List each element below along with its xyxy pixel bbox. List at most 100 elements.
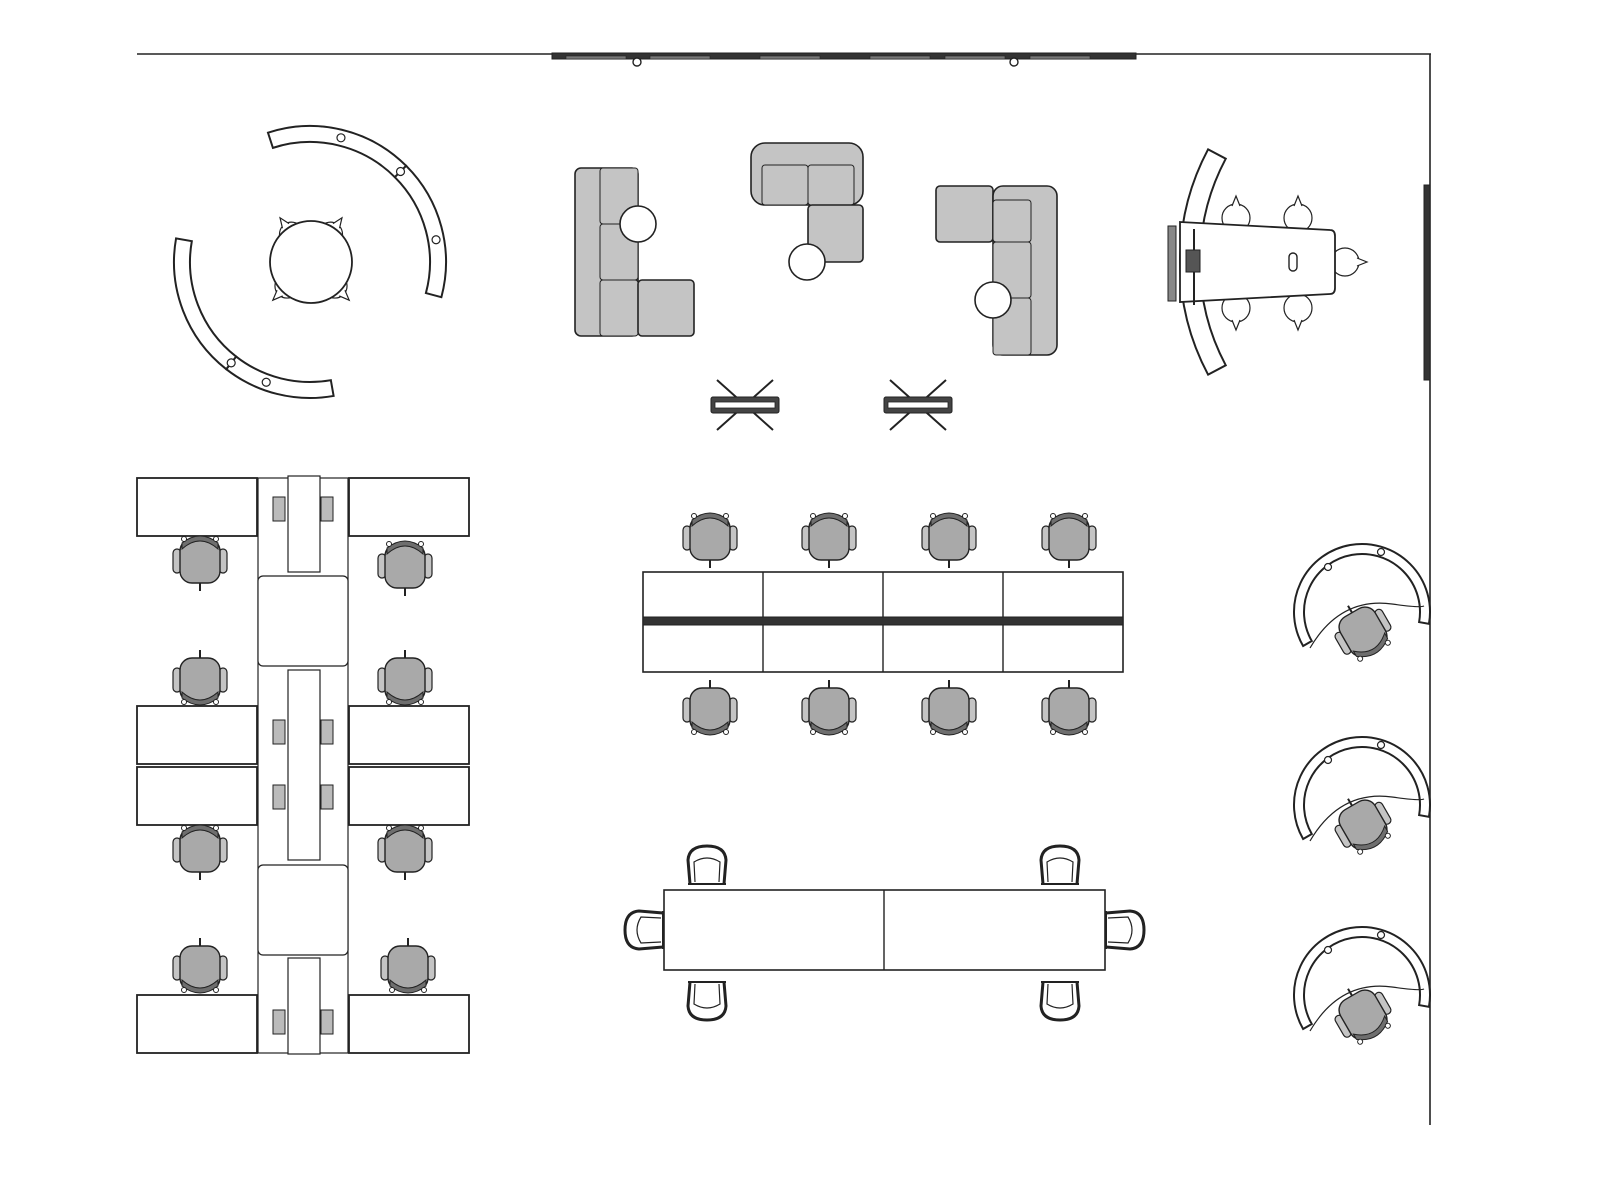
chair-caster [1384,1022,1391,1029]
chair-caster [418,825,424,831]
curved-bench-segment [266,125,408,179]
chair-back [810,720,848,736]
task-chair [801,512,857,568]
desk [348,477,470,537]
monitor-arm [320,719,334,745]
stool-foot [1231,319,1241,332]
side-chair-seat [693,857,721,883]
chair-back [386,824,424,840]
chair-caster [723,729,729,735]
bench-accent [1167,225,1177,302]
sofa-cushion [599,279,639,337]
side-chair-frame [686,844,728,885]
storage-tower [287,957,321,1055]
chair-caster [213,987,219,993]
stool-foot [1231,194,1241,207]
window-strip [551,52,1137,67]
mobile-pedestal-top [257,864,349,956]
x-leg-table [883,379,953,431]
window-pane [649,55,711,60]
chair-back [810,512,848,528]
desk [136,705,258,765]
window-pane [1029,55,1091,60]
desk [136,477,258,537]
desk [348,766,470,826]
stool-foot [271,290,283,302]
stool-foot [279,216,290,229]
sofa-cushion [992,199,1032,243]
pod-joint [1323,755,1333,765]
side-table [788,243,826,281]
stool-chair [1283,293,1313,332]
side-chair-seat [1046,857,1074,883]
chair-caster [1050,513,1056,519]
chair-caster [1384,832,1391,839]
storage-tower [287,475,321,573]
stool-seat [1283,293,1313,323]
l-sofa-middle [750,142,864,281]
chair-caster [930,513,936,519]
pod-joint [1323,562,1333,572]
pod-inner-curve [1309,795,1425,842]
wall-panel [1423,184,1431,381]
chair-stem [1347,988,1353,997]
sofa-ottoman [935,185,994,243]
x-leg-table [710,379,780,431]
chair-back [1352,1014,1389,1041]
chair-back [181,535,219,551]
side-chair-seat [1107,916,1133,944]
chair-caster [386,825,392,831]
side-chair-seat [693,983,721,1009]
curved-bench-segment [173,237,238,371]
chair-caster [930,729,936,735]
pod-joint [1376,547,1386,557]
bench-joint [336,133,346,143]
side-chair-frame [1039,981,1081,1022]
side-chair [1039,981,1081,1022]
window-mullion-band [551,52,1137,60]
side-chair-seat [1046,983,1074,1009]
window-post [1009,57,1019,67]
chair-back [386,540,424,556]
pod-joint [1376,740,1386,750]
stool-foot [339,290,351,302]
task-chair [682,512,738,568]
task-chair [377,650,433,706]
task-chair [801,680,857,736]
monitor-arm [320,496,334,522]
task-chair [1334,988,1392,1045]
side-chair-seat [636,916,662,944]
chair-caster [1082,729,1088,735]
chair-back [1050,720,1088,736]
chair-back [386,690,424,706]
chair-back [1050,512,1088,528]
chair-caster [1357,848,1364,855]
chair-caster [962,729,968,735]
pod-shell [1293,926,1431,1031]
task-chair [1334,798,1392,855]
chair-caster [691,729,697,735]
task-chair [377,540,433,596]
conference-area [1167,147,1369,377]
task-chair [1334,605,1392,662]
meeting-table-area [663,889,1106,971]
pod-inner-curve [1309,985,1425,1032]
side-chair [686,981,728,1022]
chair-stem [1347,605,1353,614]
task-chair [172,650,228,706]
cable-port [1288,252,1298,272]
window-pane [759,55,821,60]
side-table [619,205,657,243]
bench-joint [226,358,236,368]
side-chair [1105,909,1146,951]
chair-caster [1384,639,1391,646]
monitor-arm [272,1009,286,1035]
table-top-inset [887,401,949,409]
chair-caster [181,699,187,705]
chair-caster [181,536,187,542]
chair-caster [389,987,395,993]
curved-bench-segment [224,355,335,399]
chair-back [691,720,729,736]
stool-foot [1293,194,1303,207]
chair-caster [810,513,816,519]
